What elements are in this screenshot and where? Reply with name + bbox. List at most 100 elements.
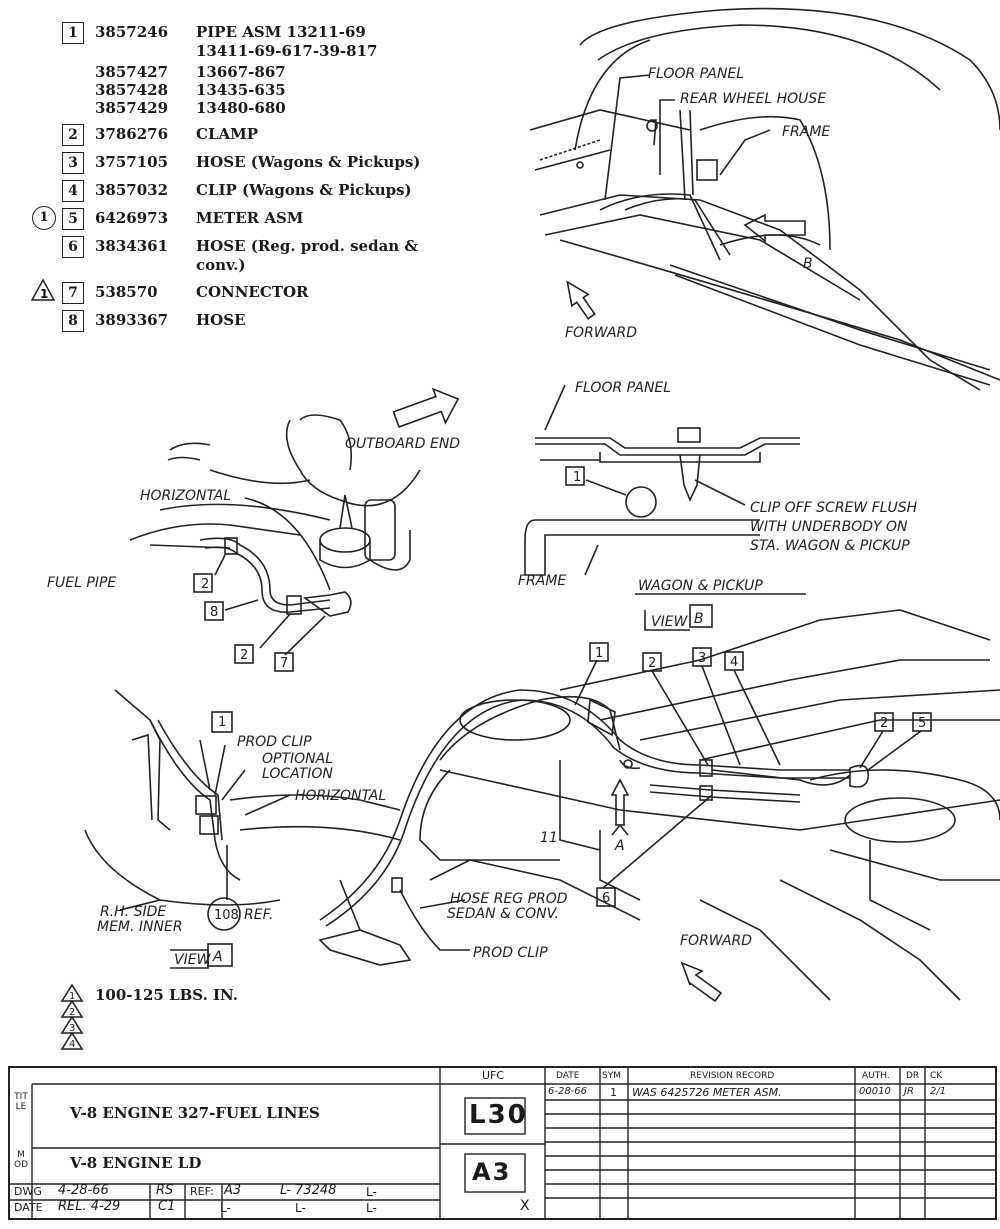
mod-side-label: MOD [14,1150,29,1170]
part-number: 3757105 [95,153,169,171]
label-floor-panel-2: FLOOR PANEL [575,380,671,396]
svg-text:VIEW: VIEW [174,952,212,968]
l-blank-c: L- [366,1201,377,1215]
ufc-sub-code: A3 [472,1158,512,1186]
svg-text:1: 1 [40,287,48,301]
label-optional-2: LOCATION [262,766,333,782]
rev-header-dr: DR [906,1071,920,1081]
part-desc: HOSE [196,311,246,329]
svg-text:7: 7 [280,656,288,671]
svg-text:4: 4 [69,1039,75,1050]
part-row: 3857429 13480-680 [30,96,490,122]
label-floor-panel: FLOOR PANEL [648,66,744,82]
title-block: TITLE MOD V-8 ENGINE 327-FUEL LINES V-8 … [8,1066,997,1220]
part-row: 3857428 13435-635 [30,78,490,99]
part-key: 7 [62,282,84,304]
part-row: 3857427 13667-867 [30,60,490,81]
part-desc: CLIP (Wagons & Pickups) [196,181,412,199]
part-desc: 13435-635 [196,81,286,99]
label-fuel-pipe: FUEL PIPE [47,575,116,591]
label-prod-clip-2: PROD CLIP [473,945,548,961]
rev-header-auth: AUTH. [862,1071,890,1081]
part-row: 8 3893367 HOSE [30,308,490,336]
dwg-label: DWG [14,1185,42,1198]
part-number: 538570 [95,283,158,301]
part-desc: 13480-680 [196,99,286,117]
part-row: 6 3834361 HOSE (Reg. prod. sedan &conv.) [30,234,490,280]
part-key: 4 [62,180,84,202]
part-desc: HOSE (Reg. prod. sedan &conv.) [196,237,418,274]
rev-header-ck: CK [930,1071,943,1081]
svg-text:2: 2 [201,577,209,592]
rev-auth: 00010 [859,1086,891,1097]
ref-label: REF: [190,1185,214,1198]
part-key: 2 [62,124,84,146]
rev-header-date: DATE [556,1071,580,1081]
label-clip-note-1: CLIP OFF SCREW FLUSH [750,500,918,516]
label-horizontal-2: HORIZONTAL [295,788,386,804]
view-b-label [644,604,713,631]
wheel-house-view [529,7,1000,391]
svg-text:8: 8 [210,605,218,620]
torque-marks [60,983,84,1050]
part-row: 3 3757105 HOSE (Wagons & Pickups) [30,150,490,178]
title-block-grid [10,1068,995,1218]
svg-text:1: 1 [69,991,75,1002]
revision-circle: 1 [32,206,56,230]
label-horizontal: HORIZONTAL [140,488,231,504]
x-mark: X [520,1198,530,1214]
svg-text:1: 1 [573,470,581,485]
label-wagon-pickup: WAGON & PICKUP [638,578,763,594]
rev-record: WAS 6425726 METER ASM. [632,1086,782,1099]
label-clip-note-3: STA. WAGON & PICKUP [750,538,910,554]
rev-header-record: REVISION RECORD [690,1071,775,1081]
label-frame-2: FRAME [518,573,566,589]
part-desc: CLAMP [196,125,259,143]
label-b-arrow: B [803,256,813,272]
svg-text:1: 1 [595,646,603,661]
svg-text:4: 4 [730,655,738,670]
label-hose-reg-1: HOSE REG PROD [450,891,568,907]
l-blank-b: L- [295,1201,306,1215]
part-key: 8 [62,310,84,332]
part-row: 1 7 538570 CONNECTOR [30,278,490,308]
rel-code: C1 [158,1199,176,1214]
part-desc: METER ASM [196,209,304,227]
svg-text:VIEW: VIEW [651,614,689,630]
rel-date: REL. 4-29 [58,1199,121,1214]
part-number: 3834361 [95,237,169,255]
label-forward-bottom: FORWARD [680,933,752,949]
dwg-date: 4-28-66 [58,1183,109,1198]
drawing-mod: V-8 ENGINE LD [70,1154,202,1172]
rev-date: 6-28-66 [548,1086,588,1097]
date-label: DATE [14,1201,43,1214]
floor-panel-section [524,384,806,595]
part-key: 5 [62,208,84,230]
svg-text:A: A [212,949,223,965]
svg-text:2: 2 [69,1007,75,1018]
label-rh-side-1: R.H. SIDE [100,904,166,920]
part-number: 6426973 [95,209,169,227]
ufc-header: UFC [482,1069,505,1082]
l-number: L- 73248 [280,1183,337,1198]
part-key: 1 [62,22,84,44]
part-number: 3857246 [95,23,169,41]
underbody-view [318,609,1000,1003]
torque-spec: 100-125 LBS. IN. [95,986,239,1004]
label-outboard-end: OUTBOARD END [345,436,460,452]
l-blank-a: L- [220,1201,231,1215]
part-row: 2 3786276 CLAMP [30,122,490,150]
part-key: 6 [62,236,84,258]
part-number: 3857428 [95,81,169,99]
label-forward-top: FORWARD [565,325,637,341]
torque-triangle-icon: 1 [30,278,56,301]
rev-ck: 2/1 [930,1086,947,1097]
part-desc: 13667-867 [196,63,286,81]
part-number: 3857427 [95,63,169,81]
ref-value: A3 [224,1183,242,1198]
ref-number: 108 [214,908,239,923]
fuel-line-diagram: FLOOR PANEL REAR WHEEL HOUSE FRAME B FOR… [47,7,1000,1050]
